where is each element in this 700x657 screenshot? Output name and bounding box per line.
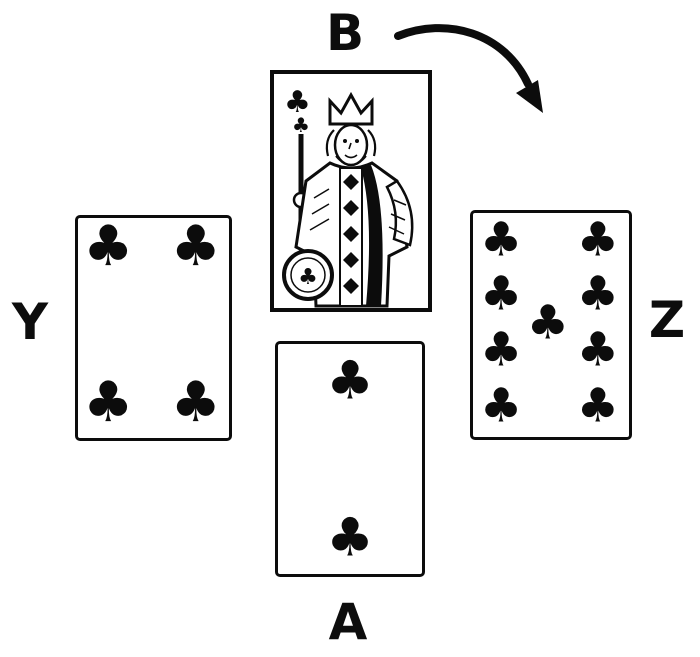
club-pip-icon: ♣ (480, 212, 523, 268)
king-of-clubs-illustration: ♣ ♣ (270, 70, 432, 312)
card-nine-of-clubs: ♣♣♣♣♣♣♣♣♣ (470, 210, 632, 440)
curved-arrow-icon (394, 24, 543, 113)
club-pip-icon: ♣ (326, 350, 374, 412)
king-corner-club-icon: ♣ (284, 85, 311, 120)
shield-club-icon: ♣ (298, 265, 318, 290)
club-pip-icon: ♣ (526, 295, 569, 351)
scepter-club-icon: ♣ (292, 113, 310, 137)
club-pip-icon: ♣ (576, 322, 619, 378)
club-pip-icon: ♣ (83, 369, 134, 435)
card-four-of-clubs: ♣ ♣ ♣ ♣ (75, 215, 232, 441)
club-pip-icon: ♣ (326, 506, 374, 568)
club-pip-icon: ♣ (170, 369, 221, 435)
club-pip-icon: ♣ (83, 213, 134, 279)
label-b: B (325, 4, 365, 62)
club-pip-icon: ♣ (576, 266, 619, 322)
club-pip-icon: ♣ (480, 266, 523, 322)
club-pip-icon: ♣ (480, 322, 523, 378)
label-y: Y (11, 293, 49, 351)
club-pip-icon: ♣ (170, 213, 221, 279)
label-a: A (328, 593, 368, 651)
card-king-of-clubs: ♣ ♣ (270, 70, 432, 312)
club-pip-icon: ♣ (576, 378, 619, 434)
club-pip-icon: ♣ (576, 212, 619, 268)
club-pip-icon: ♣ (480, 378, 523, 434)
card-two-of-clubs: ♣♣ (275, 341, 425, 577)
label-z: Z (648, 291, 686, 349)
